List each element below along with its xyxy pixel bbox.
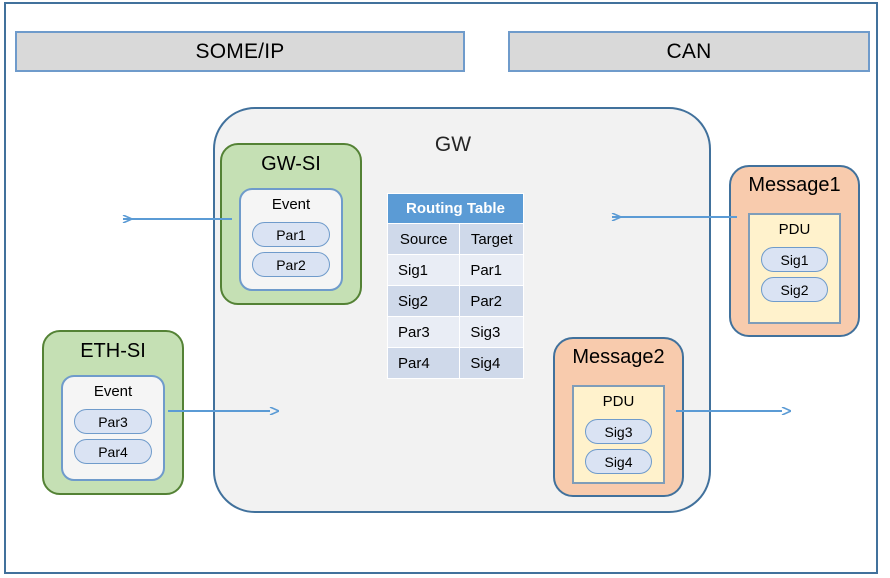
service-interface-eth-si-title: ETH-SI	[80, 340, 146, 362]
routing-row-2-source: Par3	[386, 316, 461, 348]
gw-si-param-par1: Par1	[252, 222, 330, 247]
table-row: Sig2 Par2	[386, 285, 524, 317]
gw-si-event-label: Event	[271, 196, 311, 213]
message1-signal-sig2: Sig2	[761, 277, 828, 302]
message2-title: Message2	[572, 346, 665, 368]
gw-si-param-par2: Par2	[252, 252, 330, 277]
gateway-label: GW	[434, 133, 472, 156]
protocol-bar-can: CAN	[508, 31, 870, 72]
message1-pdu-label: PDU	[778, 221, 811, 238]
gw-si-event-box: Event Par1 Par2	[239, 188, 343, 291]
message2-signal-sig3: Sig3	[585, 419, 652, 444]
routing-row-1-target: Par2	[459, 285, 524, 317]
routing-row-3-source: Par4	[386, 347, 461, 379]
message2-signal-sig4: Sig4	[585, 449, 652, 474]
eth-si-param-par4: Par4	[74, 439, 152, 464]
eth-si-event-box: Event Par3 Par4	[61, 375, 165, 481]
routing-table-col-source: Source	[386, 223, 461, 255]
routing-row-0-source: Sig1	[386, 254, 461, 286]
table-row: Par4 Sig4	[386, 347, 524, 379]
message2-pdu-label: PDU	[602, 393, 635, 410]
routing-table-header-row: Source Target	[386, 223, 524, 255]
eth-si-event-label: Event	[93, 383, 133, 400]
service-interface-eth-si: ETH-SI Event Par3 Par4	[42, 330, 184, 495]
routing-row-3-target: Sig4	[459, 347, 524, 379]
protocol-bar-someip: SOME/IP	[15, 31, 465, 72]
protocol-bar-someip-label: SOME/IP	[195, 39, 285, 63]
table-row: Sig1 Par1	[386, 254, 524, 286]
service-interface-gw-si-title: GW-SI	[261, 153, 321, 175]
routing-row-0-target: Par1	[459, 254, 524, 286]
routing-table-title-row: Routing Table	[387, 193, 524, 224]
message1-pdu-box: PDU Sig1 Sig2	[748, 213, 841, 324]
message-box-message1: Message1 PDU Sig1 Sig2	[729, 165, 860, 337]
table-row: Par3 Sig3	[386, 316, 524, 348]
service-interface-gw-si: GW-SI Event Par1 Par2	[220, 143, 362, 305]
protocol-bar-can-label: CAN	[666, 39, 712, 63]
message1-signal-sig1: Sig1	[761, 247, 828, 272]
routing-row-2-target: Sig3	[459, 316, 524, 348]
message1-title: Message1	[748, 174, 841, 196]
message-box-message2: Message2 PDU Sig3 Sig4	[553, 337, 684, 497]
eth-si-param-par3: Par3	[74, 409, 152, 434]
message2-pdu-box: PDU Sig3 Sig4	[572, 385, 665, 484]
routing-row-1-source: Sig2	[386, 285, 461, 317]
routing-table: Routing Table Source Target Sig1 Par1 Si…	[386, 193, 524, 379]
routing-table-col-target: Target	[459, 223, 524, 255]
routing-table-title: Routing Table	[387, 193, 524, 224]
